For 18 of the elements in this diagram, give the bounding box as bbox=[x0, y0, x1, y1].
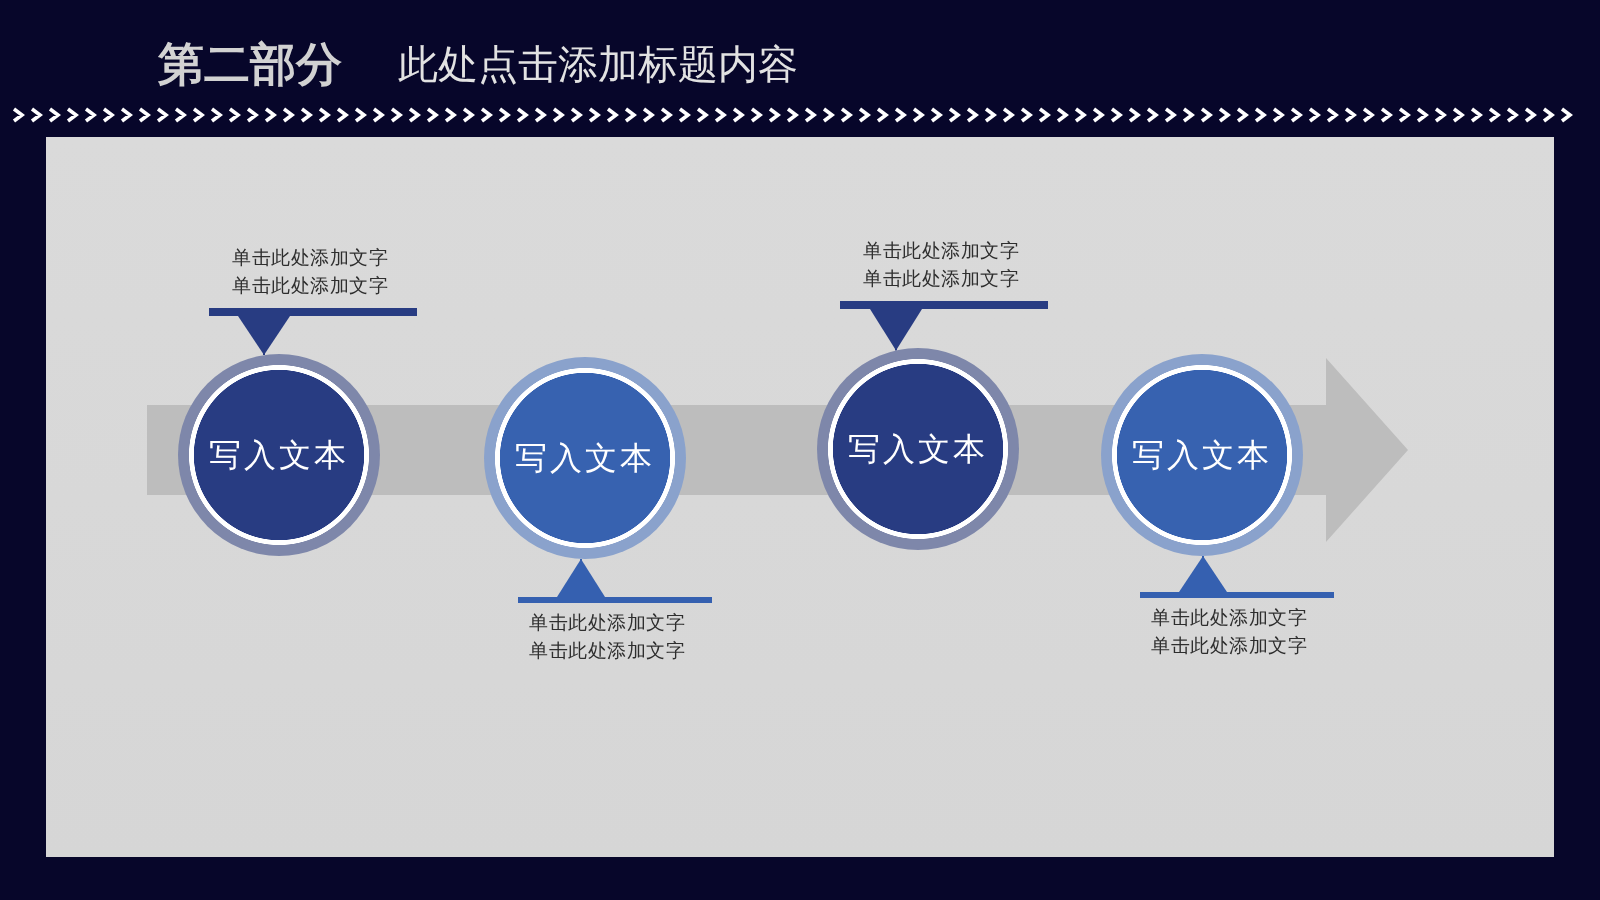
callout-text: 单击此处添加文字 bbox=[1151, 606, 1307, 630]
callout-text: 单击此处添加文字 bbox=[232, 274, 388, 298]
callout-text: 单击此处添加文字 bbox=[863, 267, 1019, 291]
step-label: 写入文本 bbox=[515, 439, 655, 478]
pointer-arrow bbox=[238, 315, 290, 357]
callout-text: 单击此处添加文字 bbox=[863, 239, 1019, 263]
pointer-arrow bbox=[557, 557, 605, 598]
pointer-arrow bbox=[870, 308, 922, 352]
callout-text: 单击此处添加文字 bbox=[529, 639, 685, 663]
callout-text: 单击此处添加文字 bbox=[1151, 634, 1307, 658]
step-label: 写入文本 bbox=[1132, 436, 1272, 475]
slide-subtitle: 此处点击添加标题内容 bbox=[398, 40, 798, 89]
step-label: 写入文本 bbox=[209, 436, 349, 475]
slide-title: 第二部分 bbox=[158, 36, 342, 92]
callout-text: 单击此处添加文字 bbox=[529, 611, 685, 635]
pointer-arrow bbox=[1179, 555, 1227, 593]
step-label: 写入文本 bbox=[848, 430, 988, 469]
callout-text: 单击此处添加文字 bbox=[232, 246, 388, 270]
